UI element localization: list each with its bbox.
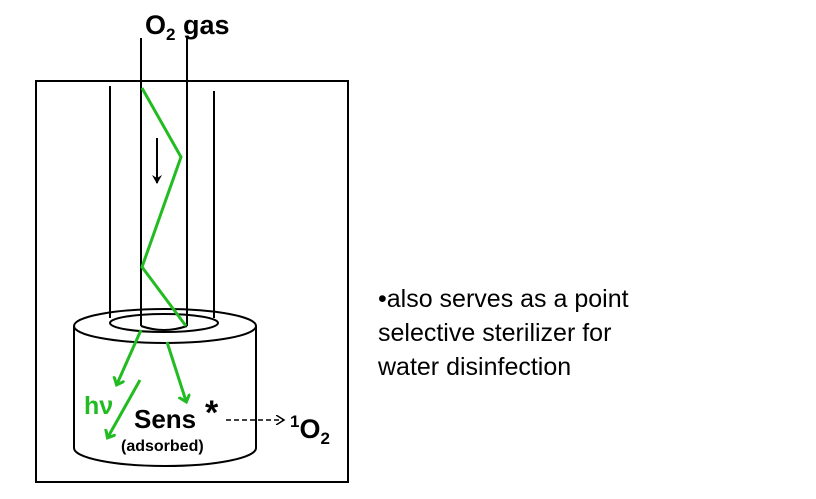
note-text: •also serves as a point selective steril… — [378, 282, 778, 384]
gas-label: O2 gas — [145, 10, 230, 44]
light-arrow-left-lower — [108, 379, 142, 437]
adsorbed-label: (adsorbed) — [121, 438, 204, 455]
inner-tube-bottom — [140, 325, 188, 331]
light-label: hν — [84, 392, 113, 420]
note-line: •also serves as a point — [378, 285, 629, 313]
cylinder-top-inner — [109, 313, 219, 333]
inner-tube — [140, 38, 188, 326]
cylinder-body — [73, 326, 257, 467]
cylinder-top-outer — [73, 308, 257, 344]
light-arrow-left-upper — [117, 329, 143, 384]
excited-state-mark: * — [205, 394, 219, 432]
singlet-oxygen-label: 1O2 — [290, 412, 330, 448]
reactor-outer-box — [35, 80, 349, 483]
sensitizer-label: Sens — [134, 404, 196, 434]
light-arrow-right — [165, 341, 186, 401]
light-zigzag-path — [140, 87, 188, 327]
note-line: water disinfection — [378, 353, 572, 381]
note-line: selective sterilizer for — [378, 319, 612, 347]
